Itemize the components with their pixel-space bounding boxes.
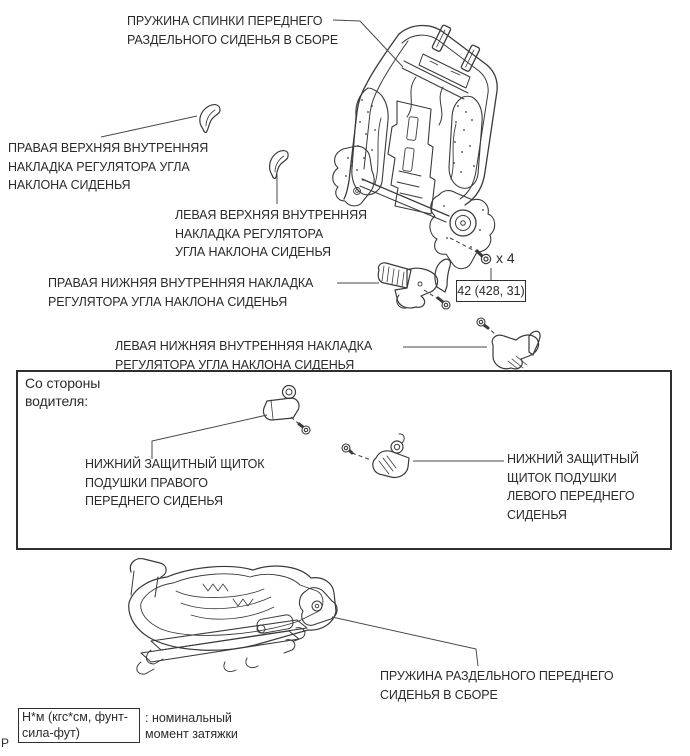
torque-unit-legend-box: Н*м (кгс*см, фунт- сила-фут) [18,708,140,743]
torque-spec-value: 42 (428, 31) [457,284,525,298]
right-upper-cover-part-drawing [199,104,221,134]
rivet-dots [345,99,484,248]
bolt-icon [436,296,451,310]
bolt-icon [475,249,492,265]
label-left-lower-inner-cover: ЛЕВАЯ НИЖНЯЯ ВНУТРЕННЯЯ НАКЛАДКА РЕГУЛЯТ… [115,339,373,372]
seat-back-frame-drawing [332,24,498,270]
right-lower-cover-part-drawing [377,258,452,309]
page-marker: Р [1,736,10,750]
torque-legend-description: : номинальный момент затяжки [145,711,238,741]
label-right-upper-inner-cover: ПРАВАЯ ВЕРХНЯЯ ВНУТРЕННЯЯ НАКЛАДКА РЕГУЛ… [8,141,209,192]
left-shield-part-drawing [372,433,410,479]
seat-cushion-frame-drawing [128,558,338,675]
leader-lines [100,19,504,667]
bolt-icon [476,317,490,330]
inset-title-driver-side: Со стороны водителя: [25,375,101,409]
driver-side-inset-box [16,370,672,550]
label-seat-back-spring-assembly: ПРУЖИНА СПИНКИ ПЕРЕДНЕГО РАЗДЕЛЬНОГО СИД… [127,14,339,47]
left-lower-cover-part-drawing [491,330,541,370]
label-front-seat-cushion-spring-assembly: ПРУЖИНА РАЗДЕЛЬНОГО ПЕРЕДНЕГО СИДЕНЬЯ В … [380,669,614,702]
label-right-lower-inner-cover: ПРАВАЯ НИЖНЯЯ ВНУТРЕННЯЯ НАКЛАДКА РЕГУЛЯ… [48,276,314,309]
label-left-upper-inner-cover: ЛЕВАЯ ВЕРХНЯЯ ВНУТРЕННЯЯ НАКЛАДКА РЕГУЛЯ… [175,208,367,259]
bolt-icon [297,422,311,435]
right-shield-part-drawing [262,384,300,421]
label-left-seat-cushion-shield: НИЖНИЙ ЗАЩИТНЫЙ ЩИТОК ПОДУШКИ ЛЕВОГО ПЕР… [507,452,639,522]
left-upper-cover-part-drawing [268,150,289,180]
bolt-icon [341,443,354,455]
label-right-seat-cushion-shield: НИЖНИЙ ЗАЩИТНЫЙ ЩИТОК ПОДУШКИ ПРАВОГО ПЕ… [85,457,265,508]
headrest-sleeve-icon [431,24,481,72]
torque-spec-box: 42 (428, 31) [456,280,526,302]
bolt-count-callout: x 4 [496,250,515,266]
